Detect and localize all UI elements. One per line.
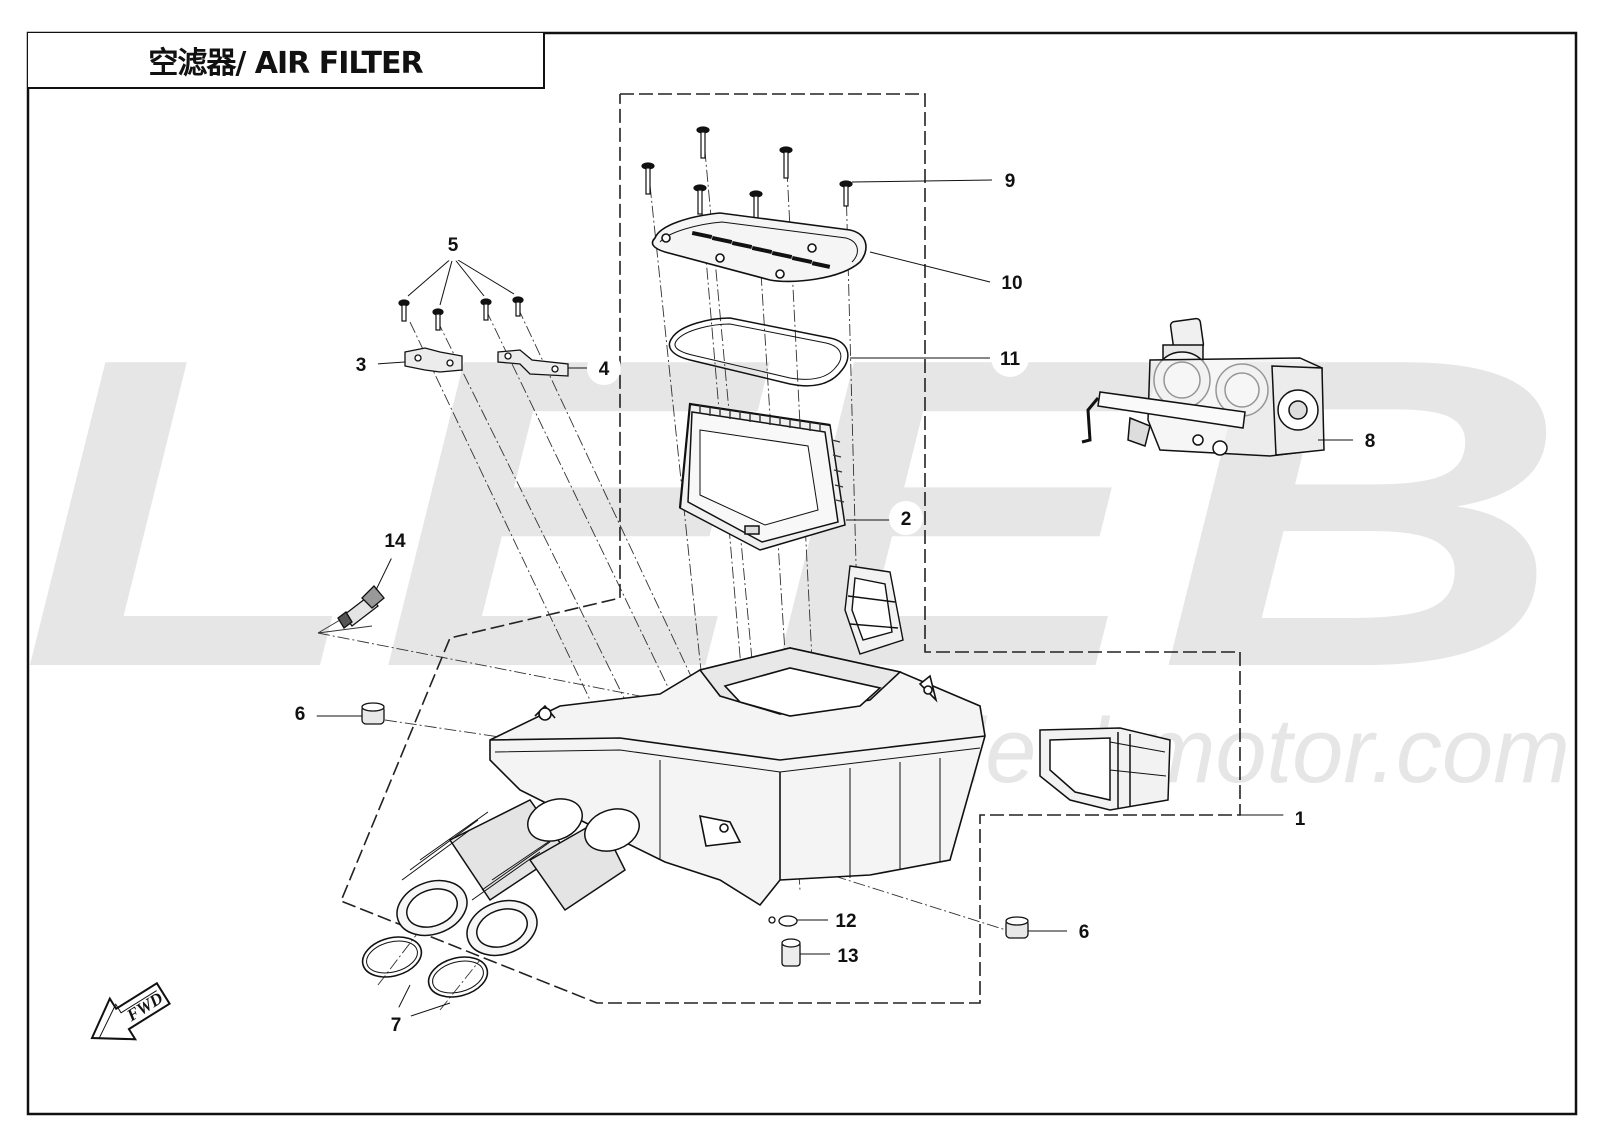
- bracket-3: [404, 347, 463, 373]
- svg-text:1: 1: [1295, 809, 1306, 830]
- bolt-9-group: [641, 126, 853, 223]
- callout-1: 1: [1283, 801, 1317, 835]
- assembly-boundary: [339, 93, 1241, 1004]
- airbox-housing-1: [489, 647, 986, 907]
- svg-text:8: 8: [1365, 431, 1376, 452]
- svg-text:6: 6: [295, 704, 306, 725]
- title-box: 空滤器/ AIR FILTER: [28, 33, 545, 89]
- leader-5: [407, 256, 515, 306]
- filter-element-2: [678, 402, 846, 551]
- svg-text:7: 7: [391, 1015, 402, 1036]
- svg-text:14: 14: [384, 531, 406, 552]
- svg-text:3: 3: [356, 355, 367, 376]
- callout-4: 4: [587, 351, 621, 385]
- callout-9: 9: [993, 163, 1027, 197]
- grommet-6-left: [361, 702, 385, 725]
- svg-text:9: 9: [1005, 171, 1016, 192]
- callout-12: 12: [828, 902, 864, 938]
- clip-12: [768, 915, 798, 927]
- callout-5: 5: [436, 227, 470, 261]
- drain-cap-13: [781, 938, 801, 967]
- page-title: 空滤器/ AIR FILTER: [148, 46, 423, 81]
- callout-3: 3: [344, 347, 378, 381]
- intake-boots: [396, 798, 640, 957]
- leader-10: [869, 251, 991, 283]
- intake-duct: [844, 565, 904, 655]
- callout-2: 2: [889, 501, 923, 535]
- svg-text:2: 2: [901, 509, 912, 530]
- throttle-body-8: [1081, 317, 1325, 457]
- svg-text:5: 5: [448, 235, 459, 256]
- callout-10: 10: [993, 263, 1031, 301]
- svg-text:12: 12: [835, 911, 856, 932]
- callout-6-left: 6: [283, 696, 317, 730]
- svg-text:4: 4: [599, 359, 610, 380]
- gasket-11: [668, 317, 849, 387]
- frame-border: [26, 31, 1578, 1116]
- leader-14: [375, 552, 395, 591]
- sensor-14: [337, 585, 385, 629]
- svg-text:11: 11: [1000, 349, 1021, 370]
- svg-text:10: 10: [1001, 273, 1022, 294]
- svg-text:6: 6: [1079, 922, 1090, 943]
- callout-13: 13: [830, 937, 866, 973]
- callout-7: 7: [379, 1007, 413, 1041]
- bracket-4: [497, 349, 569, 377]
- callout-11: 11: [991, 339, 1029, 377]
- leader-9: [851, 179, 993, 183]
- side-duct: [1039, 727, 1171, 811]
- callout-8: 8: [1353, 423, 1387, 457]
- svg-text:13: 13: [837, 946, 858, 967]
- cover-plate-10: [651, 212, 867, 283]
- callout-14: 14: [376, 521, 414, 559]
- leader-3: [375, 361, 406, 365]
- fwd-arrow-icon: FWD: [90, 981, 171, 1041]
- clamps-7: [361, 936, 489, 998]
- grommet-6-right: [1005, 916, 1029, 939]
- screws-5: [398, 296, 524, 331]
- callout-6-right: 6: [1067, 914, 1101, 948]
